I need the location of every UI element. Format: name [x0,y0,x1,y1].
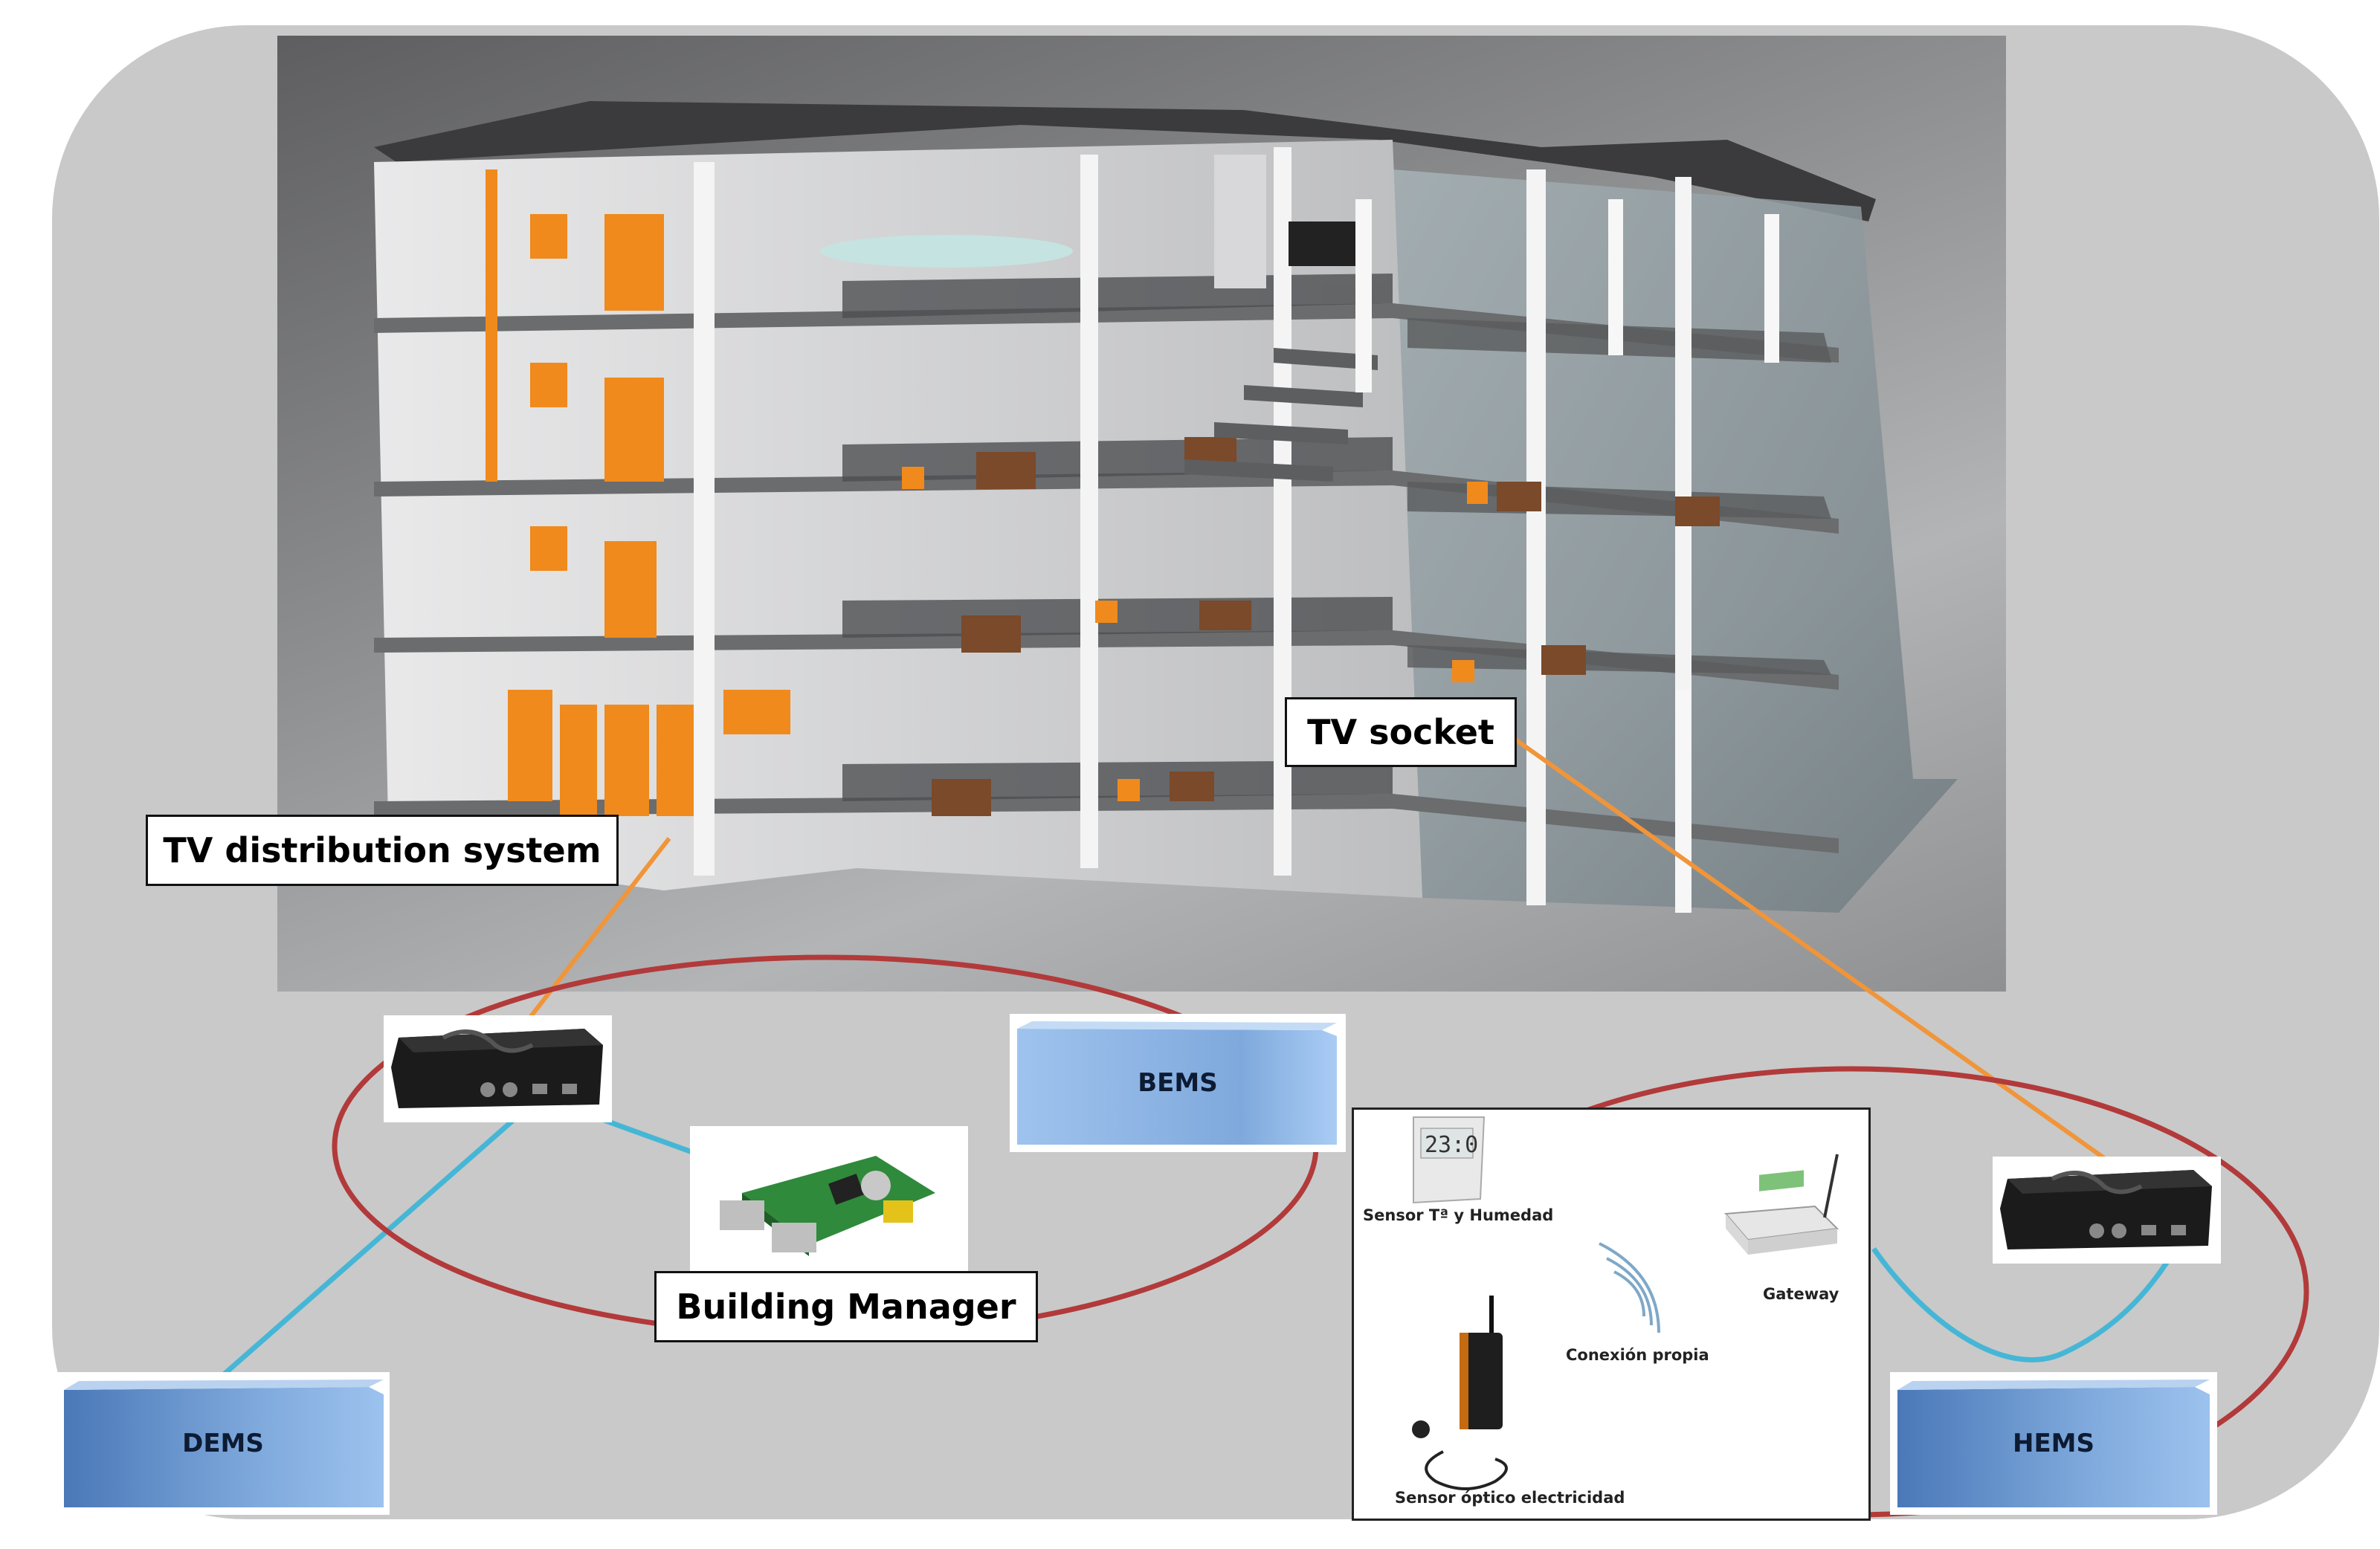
tv-gateway-device-home [1993,1157,2221,1264]
optical-electricity-sensor-icon [1412,1296,1508,1490]
home-sensor-panel: 23:0 Sensor Tª y Humedad Gateway Conexió… [1352,1107,1871,1521]
gateway-label: Gateway [1763,1285,1839,1303]
hems-label: HEMS [2012,1429,2094,1458]
dems-box: DEMS [57,1372,390,1515]
building-illustration [374,101,1958,913]
building-cutaway-image [277,36,2006,992]
optical-sensor-label: Sensor óptico electricidad [1395,1489,1625,1507]
bems-label: BEMS [1138,1068,1218,1098]
building-manager-label: Building Manager [654,1271,1038,1342]
hems-box: HEMS [1890,1372,2217,1515]
distribution-equipment [486,169,1488,816]
thermostat-display: 23:0 [1425,1132,1478,1158]
sensor-temperature-humidity-label: Sensor Tª y Humedad [1363,1206,1554,1224]
raspberry-pi-board [690,1126,968,1272]
blue-link-dems [221,1104,532,1377]
dems-label: DEMS [182,1429,264,1458]
orange-link-tv-socket [1500,728,2106,1160]
own-connection-label: Conexión propia [1566,1346,1709,1364]
blue-link-hems [1871,1246,2173,1362]
wireless-signal-icon [1599,1242,1660,1333]
tv-gateway-device-building [384,1015,612,1122]
bems-box: BEMS [1010,1014,1346,1152]
gateway-device-icon [1723,1154,1839,1255]
thermostat-sensor-icon: 23:0 [1413,1116,1486,1204]
tv-socket-label: TV socket [1285,697,1517,767]
tv-distribution-system-label: TV distribution system [146,815,619,886]
